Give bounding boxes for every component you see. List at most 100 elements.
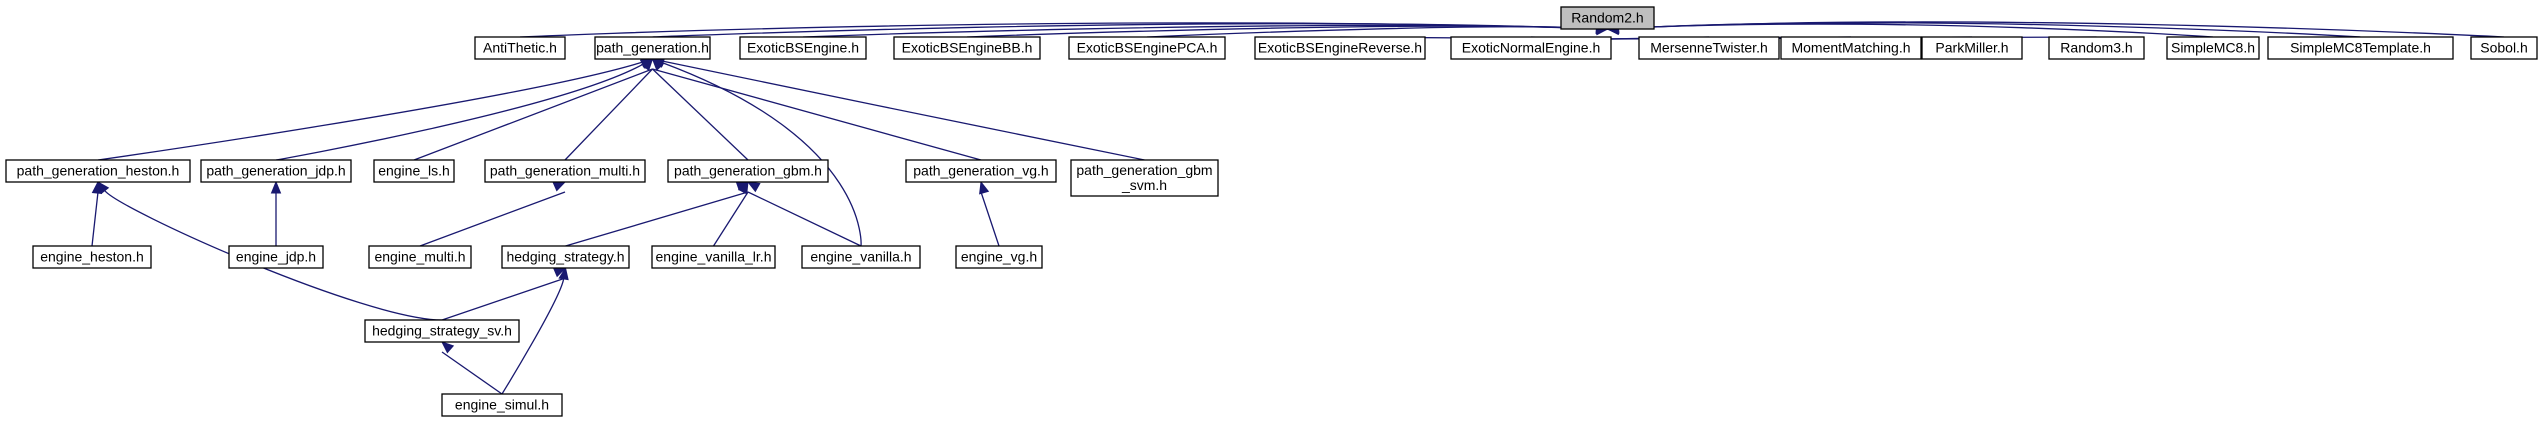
node-label-parkmiller: ParkMiller.h [1935, 40, 2008, 56]
node-engine_jdp[interactable]: engine_jdp.h [228, 245, 324, 269]
node-label-exoticbsenginereverse: ExoticBSEngineReverse.h [1258, 40, 1422, 56]
node-label-exoticbsenginebb: ExoticBSEngineBB.h [902, 40, 1033, 56]
node-box-simplemc8 [2166, 36, 2260, 60]
node-exoticbsenginepca[interactable]: ExoticBSEnginePCA.h [1068, 36, 1226, 60]
node-path_generation_gbm_svm[interactable]: path_generation_gbm_svm.h [1070, 159, 1219, 197]
node-label-simplemc8: SimpleMC8.h [2171, 40, 2255, 56]
edge-path_generation_multi-to-path_generation [564, 68, 653, 161]
node-path_generation_vg[interactable]: path_generation_vg.h [905, 159, 1057, 183]
edge-hedging_strategy_sv-to-hedging_strategy [441, 277, 566, 321]
node-exoticbsenginebb[interactable]: ExoticBSEngineBB.h [893, 36, 1041, 60]
node-engine_vanilla[interactable]: engine_vanilla.h [801, 245, 921, 269]
edge-path_generation_heston-to-path_generation [97, 61, 643, 161]
node-box-sobol [2470, 36, 2538, 60]
node-label-engine_multi: engine_multi.h [374, 249, 465, 265]
node-label-path_generation: path_generation.h [596, 40, 709, 56]
node-box-path_generation [594, 36, 711, 60]
arrowhead-engine_multi-to-path_generation_multi [552, 181, 567, 192]
edge-hedging_strategy-to-path_generation_gbm [565, 191, 749, 247]
node-path_generation_gbm[interactable]: path_generation_gbm.h [667, 159, 829, 183]
edge-engine_vanilla_lr-to-path_generation_gbm [712, 191, 749, 247]
node-random2[interactable]: Random2.h [1560, 6, 1655, 30]
node-label-engine_vanilla: engine_vanilla.h [810, 249, 911, 265]
node-parkmiller[interactable]: ParkMiller.h [1921, 36, 2023, 60]
node-label-antithetic: AntiThetic.h [483, 40, 557, 56]
node-exoticnormalengine[interactable]: ExoticNormalEngine.h [1450, 36, 1612, 60]
node-box-path_generation_multi [484, 159, 646, 183]
arrowhead-engine_vg-to-path_generation_vg [979, 180, 990, 195]
node-box-path_generation_gbm_svm [1070, 159, 1219, 197]
node-box-hedging_strategy [501, 245, 630, 269]
node-label-path_generation_heston: path_generation_heston.h [17, 163, 180, 179]
edge-simplemc8-to-random2 [1618, 23, 2214, 38]
node-box-engine_vanilla [801, 245, 921, 269]
node-label-engine_heston: engine_heston.h [40, 249, 144, 265]
node-label-hedging_strategy: hedging_strategy.h [506, 249, 624, 265]
node-engine_vg[interactable]: engine_vg.h [955, 245, 1043, 269]
edge-engine_simul-to-hedging_strategy [501, 278, 565, 395]
node-simplemc8[interactable]: SimpleMC8.h [2166, 36, 2260, 60]
arrowhead-hedging_strategy_sv-to-path_generation_heston [97, 180, 110, 195]
arrowhead-engine_simul-to-hedging_strategy_sv [441, 341, 455, 354]
node-box-exoticbsenginebb [893, 36, 1041, 60]
node-label-random3: Random3.h [2060, 40, 2132, 56]
node-box-mersennetwister [1638, 36, 1780, 60]
arrowhead-path_generation_multi-to-path_generation [641, 58, 654, 72]
node-label-sobol: Sobol.h [2480, 40, 2527, 56]
node-label-random2: Random2.h [1571, 10, 1643, 26]
node-label-engine_vg: engine_vg.h [961, 249, 1037, 265]
node-box-exoticnormalengine [1450, 36, 1612, 60]
node-path_generation_heston[interactable]: path_generation_heston.h [5, 159, 191, 183]
node-box-exoticbsenginepca [1068, 36, 1226, 60]
node-hedging_strategy[interactable]: hedging_strategy.h [501, 245, 630, 269]
node-box-path_generation_heston [5, 159, 191, 183]
node-exoticbsenginereverse[interactable]: ExoticBSEngineReverse.h [1254, 36, 1426, 60]
node-mersennetwister[interactable]: MersenneTwister.h [1638, 36, 1780, 60]
node-engine_simul[interactable]: engine_simul.h [441, 393, 563, 417]
node-box-parkmiller [1921, 36, 2023, 60]
node-box-antithetic [474, 36, 566, 60]
node-exoticbsengine[interactable]: ExoticBSEngine.h [739, 36, 867, 60]
edge-engine_simul-to-hedging_strategy_sv [441, 351, 503, 395]
node-label-path_generation_jdp: path_generation_jdp.h [206, 163, 345, 179]
edge-path_generation-to-random2 [652, 23, 1597, 38]
node-simplemc8template[interactable]: SimpleMC8Template.h [2267, 36, 2454, 60]
node-label-mersennetwister: MersenneTwister.h [1650, 40, 1768, 56]
node-box-engine_vg [955, 245, 1043, 269]
arrowhead-engine_jdp-to-path_generation_jdp [270, 180, 282, 194]
node-path_generation_multi[interactable]: path_generation_multi.h [484, 159, 646, 183]
node-box-engine_heston [32, 245, 152, 269]
node-random3[interactable]: Random3.h [2048, 36, 2145, 60]
node-label-engine_simul: engine_simul.h [455, 397, 549, 413]
node-box-random2 [1560, 6, 1655, 30]
arrowhead-engine_simul-to-hedging_strategy [558, 266, 569, 281]
node-engine_multi[interactable]: engine_multi.h [368, 245, 472, 269]
node-label-path_generation_gbm: path_generation_gbm.h [674, 163, 822, 179]
edge-engine_ls-to-path_generation [413, 68, 653, 161]
node-sobol[interactable]: Sobol.h [2470, 36, 2538, 60]
edge-engine_heston-to-path_generation_heston [91, 191, 99, 247]
node-path_generation[interactable]: path_generation.h [594, 36, 711, 60]
node-box-engine_ls [373, 159, 455, 183]
edge-path_generation_gbm-to-path_generation [652, 68, 749, 161]
node-box-random3 [2048, 36, 2145, 60]
node-engine_heston[interactable]: engine_heston.h [32, 245, 152, 269]
edge-path_generation_vg-to-path_generation [652, 68, 982, 161]
node-box-exoticbsenginereverse [1254, 36, 1426, 60]
node-box-engine_jdp [228, 245, 324, 269]
node-momentmatching[interactable]: MomentMatching.h [1780, 36, 1922, 60]
node-antithetic[interactable]: AntiThetic.h [474, 36, 566, 60]
node-box-exoticbsengine [739, 36, 867, 60]
edge-path_generation_gbm_svm-to-path_generation [663, 60, 1145, 161]
node-box-path_generation_gbm [667, 159, 829, 183]
node-box-path_generation_jdp [200, 159, 352, 183]
node-box-simplemc8template [2267, 36, 2454, 60]
node-hedging_strategy_sv[interactable]: hedging_strategy_sv.h [364, 319, 520, 343]
node-box-engine_multi [368, 245, 472, 269]
edge-exoticbsenginepca-to-random2 [1146, 26, 1597, 38]
node-path_generation_jdp[interactable]: path_generation_jdp.h [200, 159, 352, 183]
node-label-hedging_strategy_sv: hedging_strategy_sv.h [372, 323, 512, 339]
node-engine_vanilla_lr[interactable]: engine_vanilla_lr.h [651, 245, 776, 269]
node-engine_ls[interactable]: engine_ls.h [373, 159, 455, 183]
